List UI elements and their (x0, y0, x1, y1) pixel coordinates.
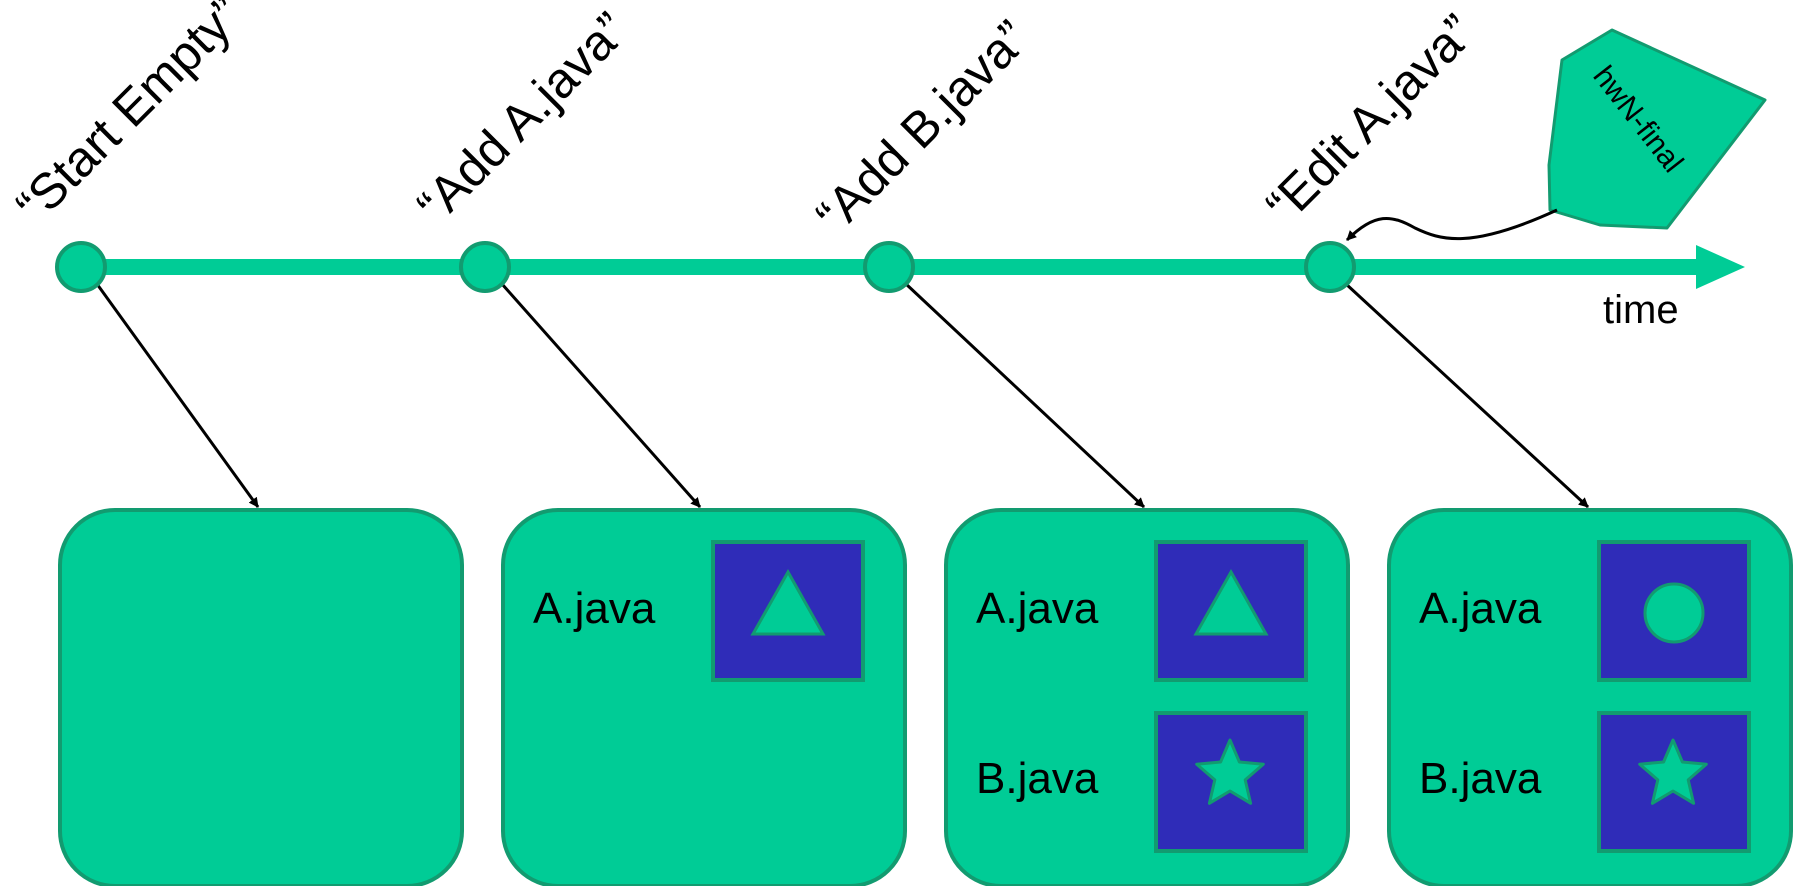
tag-shape (1547, 28, 1767, 230)
snapshot-box (58, 508, 464, 886)
file-label-a-java: A.java (533, 584, 656, 633)
commit-node-start-empty[interactable] (55, 241, 107, 293)
commit-label-add-b: “Add B.java” (805, 10, 1039, 244)
snapshot-add-b: A.java B.java (944, 508, 1350, 886)
triangle-icon (750, 568, 826, 636)
timeline-arrowhead (1696, 245, 1745, 289)
commit-label-add-a: “Add A.java” (406, 2, 638, 234)
tag-pointer-arrow (1345, 208, 1558, 242)
snapshot-edit-a: A.java B.java (1387, 508, 1793, 886)
commit-node-add-b[interactable] (863, 241, 915, 293)
circle-icon (1643, 582, 1705, 644)
snapshot-arrow-1 (95, 283, 260, 508)
file-label-a-java: A.java (1419, 584, 1542, 633)
file-label-b-java: B.java (976, 754, 1099, 803)
snapshot-start-empty (58, 508, 464, 886)
triangle-icon (1193, 568, 1269, 636)
commit-label-start-empty: “Start Empty” (5, 0, 253, 234)
file-label-a-java: A.java (976, 584, 1099, 633)
star-icon (1195, 738, 1265, 805)
star-icon (1638, 738, 1708, 805)
snapshot-arrow-2 (500, 283, 702, 508)
time-axis-label: time (1603, 288, 1679, 332)
snapshot-add-a: A.java (501, 508, 907, 886)
commit-node-edit-a[interactable] (1304, 241, 1356, 293)
snapshot-arrow-3 (904, 282, 1146, 509)
file-label-b-java: B.java (1419, 754, 1542, 803)
tag-hwN-final: hwN-final (1345, 28, 1767, 242)
commit-node-add-a[interactable] (459, 241, 511, 293)
snapshot-arrow-4 (1344, 282, 1590, 509)
commit-label-edit-a: “Edit A.java” (1255, 4, 1485, 234)
